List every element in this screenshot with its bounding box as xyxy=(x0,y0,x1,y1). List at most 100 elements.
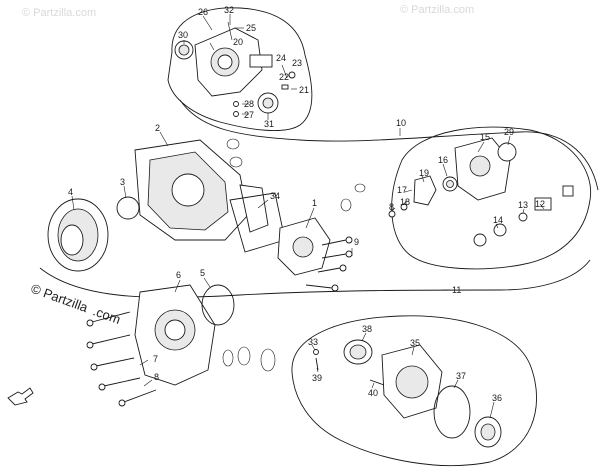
bolt-9-d-head xyxy=(331,284,339,292)
bottom-assembly xyxy=(313,339,502,448)
callout-22: 22 xyxy=(279,72,289,82)
callout-labels: 26 32 25 30 20 24 23 22 21 28 27 31 10 2… xyxy=(68,5,545,403)
leader-1 xyxy=(305,207,315,229)
callout-18: 18 xyxy=(400,197,410,207)
callout-10: 10 xyxy=(396,118,406,128)
callout-32: 32 xyxy=(224,5,234,15)
watermark-main: © Partzilla .com xyxy=(29,281,123,327)
callout-14: 14 xyxy=(493,215,503,225)
watermark-top-right: © Partzilla.com xyxy=(400,4,474,16)
watermark-top-left: © Partzilla.com xyxy=(22,7,96,19)
bolt-8-a xyxy=(103,377,141,387)
ring-gear-assembly xyxy=(47,196,140,272)
bolt-7-c xyxy=(95,357,135,367)
oring-5 xyxy=(201,284,235,326)
band-10 xyxy=(179,99,599,191)
pinion-18 xyxy=(413,175,437,206)
callout-3: 3 xyxy=(120,177,125,187)
bolts-9 xyxy=(305,236,353,292)
bearing-housing-35-bore xyxy=(395,365,429,399)
seal-36-inner xyxy=(480,423,496,441)
leader-37 xyxy=(453,379,459,389)
leader-7 xyxy=(139,359,149,366)
housing-2-bore xyxy=(171,173,205,207)
callout-34: 34 xyxy=(270,191,280,201)
bolt-9-a-head xyxy=(345,236,353,244)
leader-29 xyxy=(507,135,511,146)
group-outline-bottom xyxy=(291,315,537,467)
oring-37 xyxy=(433,385,471,439)
leader-14 xyxy=(495,223,499,229)
callout-4: 4 xyxy=(68,187,73,197)
bolt-9-c xyxy=(317,267,341,273)
top-bearing-housing xyxy=(174,21,296,117)
seal-31-inner xyxy=(262,97,274,109)
yoke-1-center xyxy=(292,236,314,258)
washer-13 xyxy=(518,212,528,222)
leader-34 xyxy=(257,199,269,209)
leader-33 xyxy=(311,344,316,351)
leader-35 xyxy=(411,346,415,356)
bolt-7-c-head xyxy=(90,363,98,371)
leader-18 xyxy=(403,200,407,205)
bearing-16-inner xyxy=(446,180,454,188)
nut-12 xyxy=(534,197,552,211)
callout-16: 16 xyxy=(438,155,448,165)
band-11 xyxy=(39,259,591,298)
leader-39 xyxy=(316,367,319,373)
seal-30-inner xyxy=(178,44,190,56)
callout-35: 35 xyxy=(410,338,420,348)
housing-2-neck xyxy=(239,184,269,233)
direction-arrow xyxy=(7,387,34,406)
washer-mid-a xyxy=(354,183,366,193)
leader-lines xyxy=(71,14,545,419)
watermark-main-line1: © Partzilla xyxy=(29,281,91,316)
yoke-1 xyxy=(277,217,331,276)
bolt-9-b xyxy=(321,253,347,259)
bolt-8-a-head xyxy=(98,383,106,391)
washer-top-a xyxy=(226,138,240,150)
group-outline-top xyxy=(167,7,313,132)
leader-20 xyxy=(209,42,215,51)
bolt-7-a-head xyxy=(86,319,94,327)
leader-36 xyxy=(489,401,495,419)
bolt-9-a xyxy=(321,239,347,246)
stud-32 xyxy=(227,21,233,41)
seal-38-inner xyxy=(349,344,367,360)
callout-33: 33 xyxy=(308,337,318,347)
bolt-39 xyxy=(315,357,319,371)
bearing-14 xyxy=(493,223,507,237)
leader-40 xyxy=(371,382,375,389)
nut-23 xyxy=(288,71,296,79)
leader-8-right xyxy=(391,207,396,212)
callout-28: 28 xyxy=(244,99,254,109)
bolt-7-b-head xyxy=(86,341,94,349)
callout-11: 11 xyxy=(452,285,461,295)
bolt-9-d xyxy=(305,284,333,289)
flange-15-bore xyxy=(469,155,491,177)
callout-21: 21 xyxy=(299,85,309,95)
callout-5: 5 xyxy=(200,268,205,278)
callout-29: 29 xyxy=(504,127,514,137)
main-housing-2 xyxy=(134,139,269,241)
bolt-8-b xyxy=(123,389,157,403)
leader-19 xyxy=(421,175,425,183)
callout-15: 15 xyxy=(480,132,490,142)
washer-small-c xyxy=(260,348,276,372)
leader-38 xyxy=(361,332,367,342)
callout-26: 26 xyxy=(198,7,208,17)
leader-12 xyxy=(539,203,545,210)
callout-36: 36 xyxy=(492,393,502,403)
leader-6 xyxy=(174,279,181,293)
leader-17 xyxy=(404,189,413,193)
right-shaft-assembly xyxy=(388,137,574,247)
callout-24: 24 xyxy=(276,53,286,63)
washer-small-a xyxy=(222,349,234,367)
bolts-7-8 xyxy=(86,311,157,407)
callout-7: 7 xyxy=(153,354,158,364)
bolt-9-c-head xyxy=(339,264,347,272)
shaft-boss xyxy=(249,54,273,68)
leader-2 xyxy=(159,131,169,147)
callout-39: 39 xyxy=(312,373,322,383)
